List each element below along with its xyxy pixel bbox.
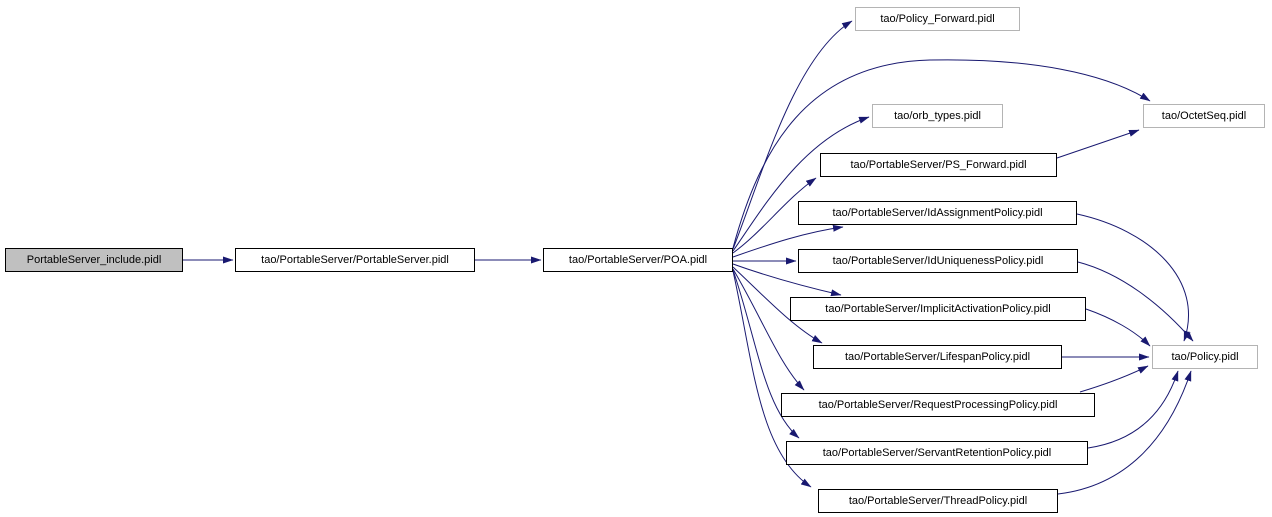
edge-poa-to-servantretention: [732, 269, 800, 439]
edge-idassignment-to-policy: [1076, 213, 1191, 342]
node-implicitactivationpolicy-pidl[interactable]: tao/PortableServer/ImplicitActivationPol…: [790, 297, 1086, 321]
node-requestprocessingpolicy-pidl[interactable]: tao/PortableServer/RequestProcessingPoli…: [781, 393, 1095, 417]
node-label: tao/Policy_Forward.pidl: [880, 12, 995, 25]
node-label: tao/PortableServer/PortableServer.pidl: [261, 253, 449, 266]
node-portableserver-pidl[interactable]: tao/PortableServer/PortableServer.pidl: [235, 248, 475, 272]
node-label: tao/PortableServer/IdUniquenessPolicy.pi…: [832, 254, 1044, 267]
node-label: PortableServer_include.pidl: [26, 253, 162, 266]
node-idassignmentpolicy-pidl[interactable]: tao/PortableServer/IdAssignmentPolicy.pi…: [798, 201, 1077, 225]
edge-poa-to-policy-forward: [732, 20, 853, 250]
node-threadpolicy-pidl[interactable]: tao/PortableServer/ThreadPolicy.pidl: [818, 489, 1058, 513]
edge-poa-to-implicitactivation: [732, 263, 842, 297]
edge-servantretention-to-policy: [1087, 370, 1179, 449]
node-label: tao/PortableServer/ImplicitActivationPol…: [825, 302, 1051, 315]
edge-iduniqueness-to-policy: [1077, 261, 1194, 342]
edge-requestprocessing-to-policy: [1079, 365, 1149, 393]
edge-ps-forward-to-octetseq: [1056, 129, 1140, 159]
node-poa-pidl[interactable]: tao/PortableServer/POA.pidl: [543, 248, 733, 272]
node-label: tao/PortableServer/PS_Forward.pidl: [850, 158, 1027, 171]
node-label: tao/Policy.pidl: [1171, 350, 1239, 363]
edge-poa-to-orb-types: [732, 116, 870, 252]
node-label: tao/PortableServer/POA.pidl: [568, 253, 708, 266]
node-portableserver-include-pidl[interactable]: PortableServer_include.pidl: [5, 248, 183, 272]
node-policy-pidl[interactable]: tao/Policy.pidl: [1152, 345, 1258, 369]
node-label: tao/PortableServer/ThreadPolicy.pidl: [848, 494, 1028, 507]
node-servantretentionpolicy-pidl[interactable]: tao/PortableServer/ServantRetentionPolic…: [786, 441, 1088, 465]
edge-poa-to-ps-forward: [732, 177, 817, 254]
node-policy-forward-pidl[interactable]: tao/Policy_Forward.pidl: [855, 7, 1020, 31]
node-iduniquenesspolicy-pidl[interactable]: tao/PortableServer/IdUniquenessPolicy.pi…: [798, 249, 1078, 273]
node-label: tao/PortableServer/IdAssignmentPolicy.pi…: [832, 206, 1043, 219]
node-octetseq-pidl[interactable]: tao/OctetSeq.pidl: [1143, 104, 1265, 128]
node-ps-forward-pidl[interactable]: tao/PortableServer/PS_Forward.pidl: [820, 153, 1057, 177]
node-label: tao/orb_types.pidl: [894, 109, 981, 122]
edge-poa-to-threadpolicy: [732, 270, 812, 488]
node-label: tao/PortableServer/LifespanPolicy.pidl: [844, 350, 1031, 363]
edge-poa-to-requestprocessing: [732, 268, 805, 391]
node-lifespanpolicy-pidl[interactable]: tao/PortableServer/LifespanPolicy.pidl: [813, 345, 1062, 369]
node-label: tao/PortableServer/ServantRetentionPolic…: [822, 446, 1052, 459]
edge-threadpolicy-to-policy: [1057, 370, 1192, 495]
edge-poa-to-octetseq: [732, 59, 1151, 249]
node-orb-types-pidl[interactable]: tao/orb_types.pidl: [872, 104, 1003, 128]
edge-poa-to-lifespan: [732, 266, 823, 344]
node-label: tao/OctetSeq.pidl: [1161, 109, 1247, 122]
edge-poa-to-idassignment: [732, 224, 844, 258]
node-label: tao/PortableServer/RequestProcessingPoli…: [818, 398, 1058, 411]
edge-implicitactivation-to-policy: [1085, 308, 1151, 347]
